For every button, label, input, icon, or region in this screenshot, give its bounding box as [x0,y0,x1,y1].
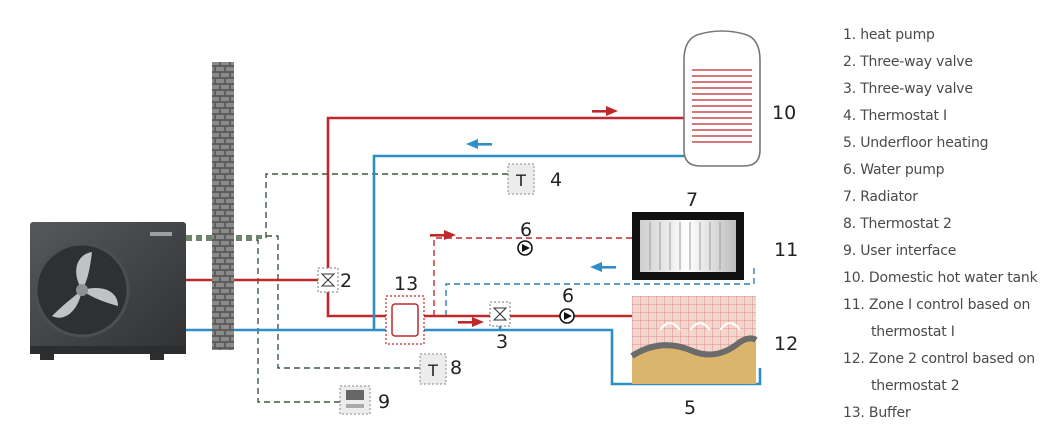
label-thermostat-1: 4 [550,169,562,191]
hot-supply-pipe [186,116,684,282]
label-radiator: 7 [686,189,698,211]
zone1-cold-line [445,266,755,316]
user-interface-panel [339,385,371,415]
label-floor-zone: 12 [774,333,798,355]
fan-icon [52,252,118,318]
thermostat-2: T [419,353,447,385]
legend-item: 6. Water pump [843,162,945,178]
label-pump-1: 6 [520,219,532,241]
label-zone-1: 11 [774,239,798,261]
radiator [632,212,744,280]
label-thermostat-2: 8 [450,357,462,379]
legend-item: 10. Domestic hot water tank [843,270,1038,286]
hot-water-tank [683,30,761,167]
legend-item: 13. Buffer [843,405,911,421]
thermostat-1: T [507,163,535,195]
system-diagram: T T 2 3 4 6 6 7 8 9 10 11 12 13 5 [30,30,798,419]
flow-arrows [430,106,618,327]
label-valve-2: 3 [496,331,508,353]
thermostat1-wire [186,173,508,239]
label-underfloor: 5 [684,397,696,419]
zone1-hot-line [433,237,636,316]
buffer-tank [385,295,425,345]
legend-item: 8. Thermostat 2 [843,216,952,232]
legend-item: 5. Underfloor heating [843,135,989,151]
heat-pump-unit [30,222,186,360]
arrow-hot-floor [458,317,484,327]
thermostat-letter: T [515,171,526,190]
label-user-interface: 9 [378,391,390,413]
legend-item: 9. User interface [843,243,957,259]
three-way-valve-1 [317,267,339,293]
arrow-hot-tank [592,106,618,116]
arrow-cold-zone1 [590,262,616,272]
legend-item: 11. Zone I control based on [843,297,1031,313]
label-tank: 10 [772,102,796,124]
label-valve-1: 2 [340,270,352,292]
legend-item: 3. Three-way valve [843,81,973,97]
label-pump-2: 6 [562,285,574,307]
legend-item: 7. Radiator [843,189,918,205]
cold-return-tank [372,154,684,330]
pump-icon [517,240,533,256]
legend-item-continued: thermostat I [871,324,955,340]
cold-return-floor [500,328,762,386]
legend-item: 4. Thermostat I [843,108,947,124]
pump-icon [559,308,575,324]
wall [212,62,234,350]
legend-list: 1. heat pump 2. Three-way valve 3. Three… [843,22,1055,427]
arrow-cold-tank [466,139,492,149]
label-buffer: 13 [394,273,418,295]
arrow-hot-zone1 [430,230,456,240]
hot-pipes [186,116,684,318]
legend-item: 12. Zone 2 control based on [843,351,1035,367]
legend-item: 1. heat pump [843,27,935,43]
three-way-valve-2 [489,301,511,327]
thermostat-letter: T [427,361,438,380]
ui-wire [186,239,340,403]
underfloor-heating [630,296,758,384]
legend-item: 2. Three-way valve [843,54,973,70]
legend-item-continued: thermostat 2 [871,378,960,394]
